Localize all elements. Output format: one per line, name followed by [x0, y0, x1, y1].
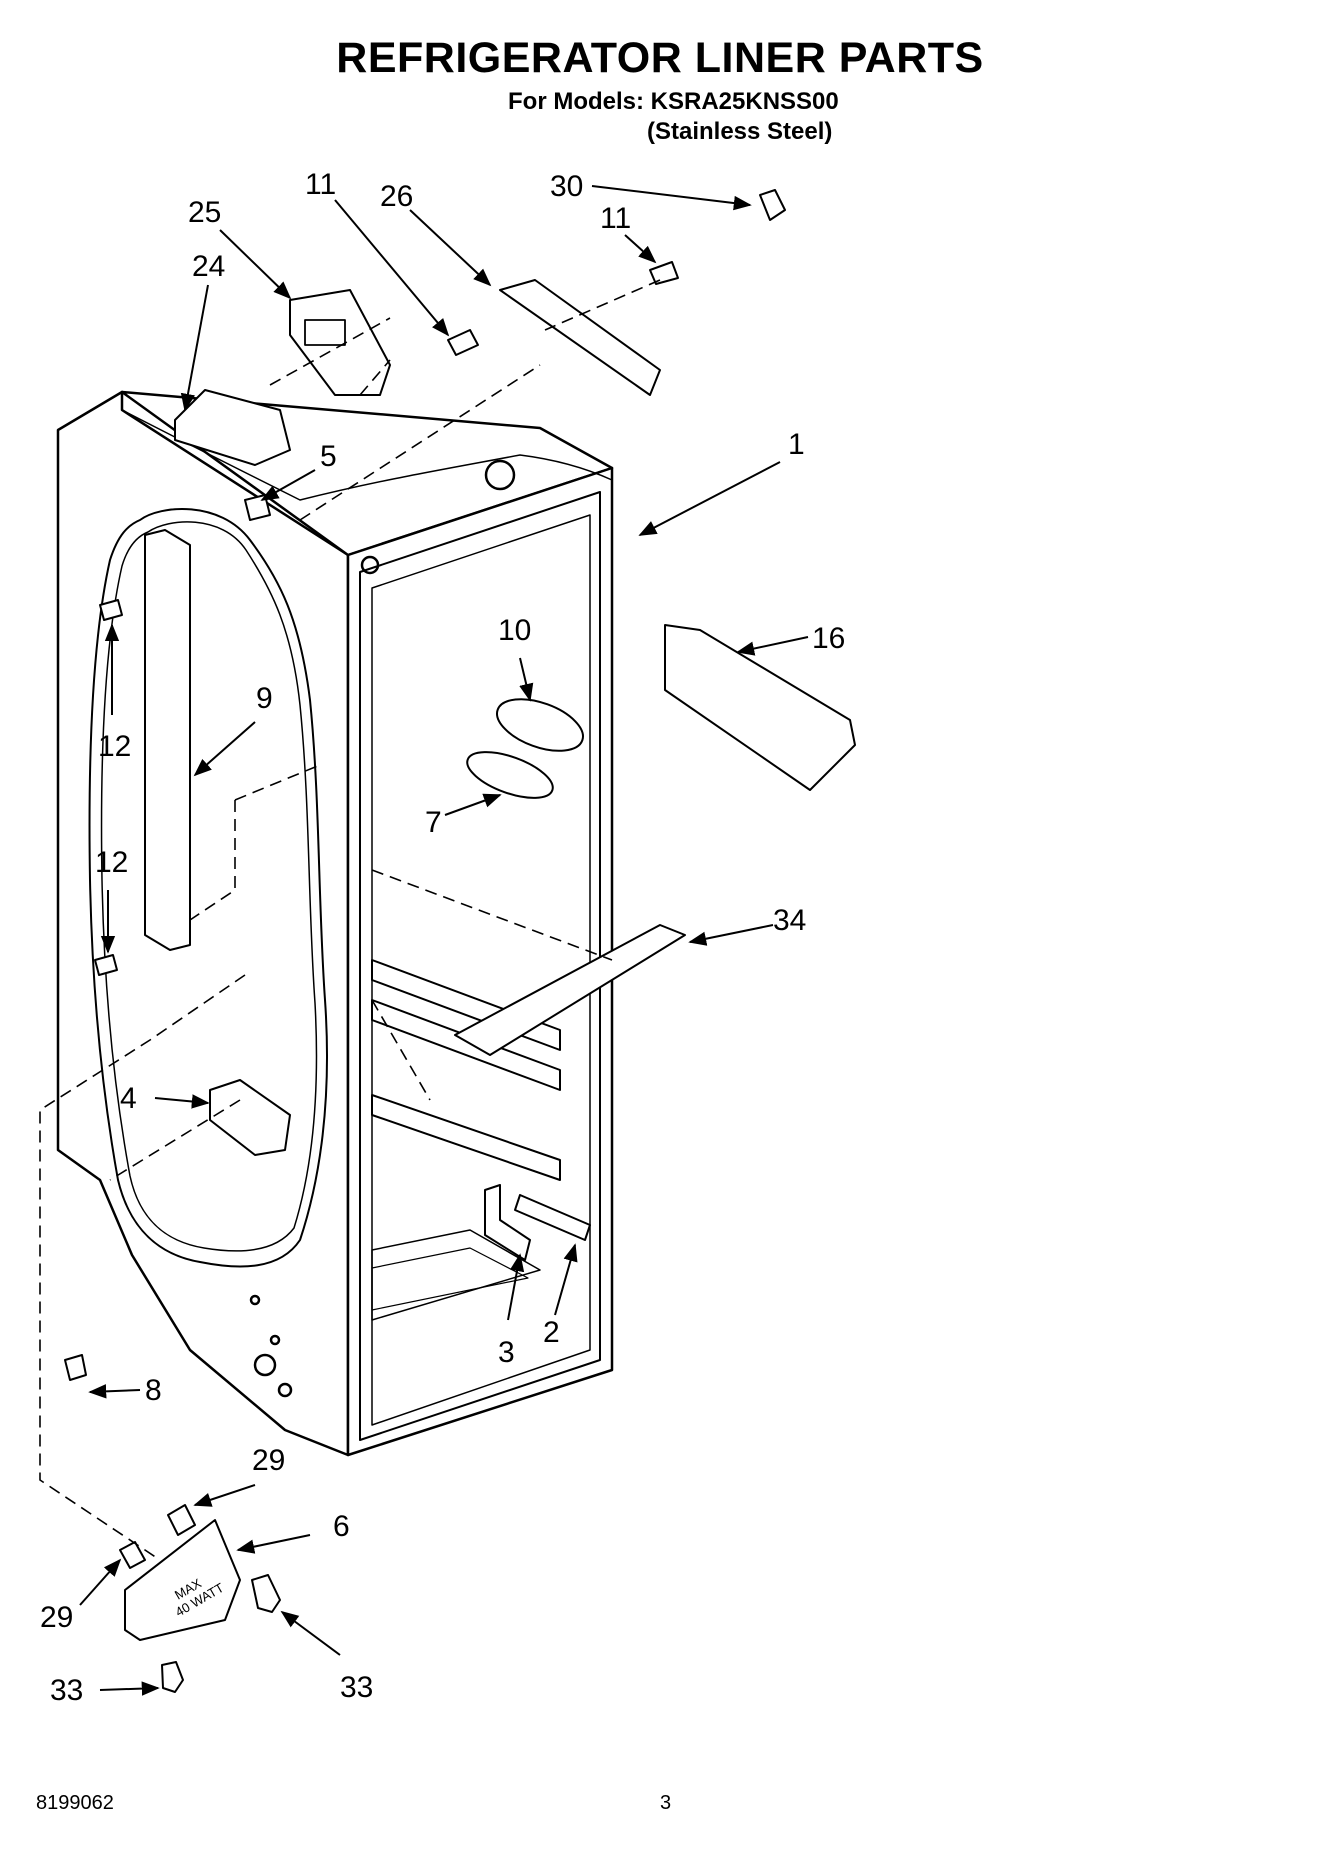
part-16-cover	[664, 624, 856, 791]
part-11-screw-right	[649, 261, 679, 285]
callout-3: 3	[498, 1336, 515, 1369]
part-33-bulb-right	[251, 1574, 281, 1613]
callout-34: 34	[773, 904, 806, 937]
part-26-rail	[499, 279, 661, 396]
part-5-connector	[244, 494, 271, 521]
part-34-bar	[454, 924, 686, 1056]
callout-labels: 30 11 26 11 25 24 5 1 16 10 9 12 7 12 34…	[40, 168, 845, 1707]
assembly-dash-lines	[39, 279, 661, 1561]
callout-25: 25	[188, 196, 221, 229]
part-8-harness	[64, 1354, 87, 1381]
callout-30: 30	[550, 170, 583, 203]
part-3-bracket	[484, 1184, 531, 1261]
part-33-bulb-left	[161, 1661, 184, 1693]
callout-24: 24	[192, 250, 225, 283]
callout-4: 4	[120, 1082, 137, 1115]
callout-26: 26	[380, 180, 413, 213]
part-9-shelf-rail	[144, 529, 191, 951]
callout-12: 12	[95, 846, 128, 879]
callout-9: 9	[256, 682, 273, 715]
part-25-bracket	[289, 289, 391, 396]
part-11-screw-top	[447, 329, 479, 356]
callout-11: 11	[305, 168, 336, 201]
callout-11: 11	[600, 202, 631, 235]
part-12-screw-lower	[94, 954, 118, 976]
callout-29: 29	[40, 1601, 73, 1634]
callout-2: 2	[543, 1316, 560, 1349]
document-number: 8199062	[36, 1792, 114, 1814]
callout-7: 7	[425, 806, 442, 839]
page-number: 3	[660, 1792, 672, 1814]
callout-1: 1	[788, 428, 805, 461]
callout-12: 12	[98, 730, 131, 763]
part-24-module	[174, 389, 291, 466]
model-number: For Models: KSRA25KNSS00	[508, 88, 839, 115]
callout-8: 8	[145, 1374, 162, 1407]
callout-33: 33	[340, 1671, 373, 1704]
part-10-grille	[496, 698, 584, 752]
part-29-clip-upper	[167, 1504, 196, 1536]
refrigerator-liner	[56, 390, 614, 1457]
part-30-clip	[759, 189, 786, 221]
part-6-lamp-housing	[124, 1519, 241, 1641]
part-12-screw-upper	[99, 599, 123, 621]
callout-16: 16	[812, 622, 845, 655]
part-7-plate	[466, 751, 554, 799]
page-title: REFRIGERATOR LINER PARTS	[336, 34, 984, 82]
callout-6: 6	[333, 1510, 350, 1543]
callout-29: 29	[252, 1444, 285, 1477]
part-2-bracket	[514, 1194, 591, 1241]
callout-33: 33	[50, 1674, 83, 1707]
part-29-clip-lower	[119, 1541, 146, 1569]
part-4-vent	[209, 1079, 291, 1156]
callout-arrows	[79, 185, 809, 1696]
model-variant: (Stainless Steel)	[647, 118, 833, 145]
callout-10: 10	[498, 614, 531, 647]
callout-5: 5	[320, 440, 337, 473]
